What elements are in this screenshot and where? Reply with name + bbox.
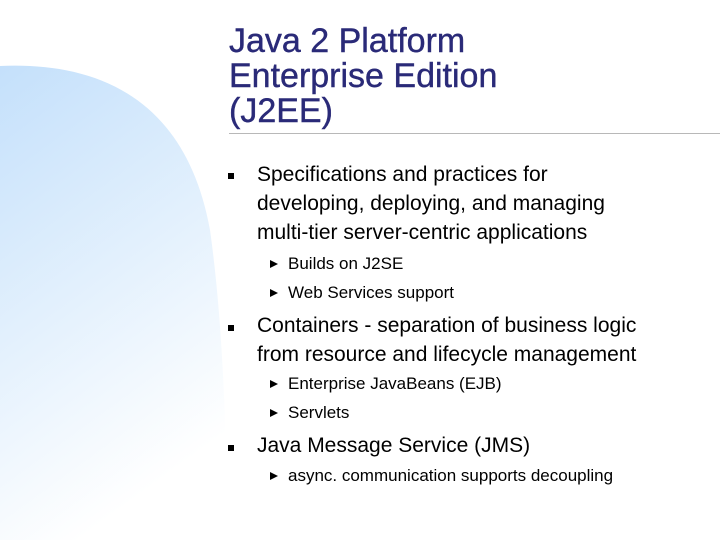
title-line: Enterprise Edition (229, 57, 498, 95)
triangle-bullet-icon (270, 260, 278, 268)
bullet-text-line: Containers - separation of business logi… (257, 314, 637, 337)
triangle-bullet-icon (270, 409, 278, 417)
bullet-item: Java Message Service (JMS) (257, 431, 530, 460)
square-bullet-icon (228, 173, 234, 179)
bullet-text-line: Specifications and practices for (257, 163, 548, 186)
sub-bullet-item: Builds on J2SE (288, 254, 404, 273)
triangle-bullet-icon (270, 380, 278, 388)
bullet-text-line: Java Message Service (JMS) (257, 434, 531, 457)
bullet-text-line: developing, deploying, and managing (257, 192, 605, 215)
triangle-bullet-icon (270, 289, 278, 297)
square-bullet-icon (228, 325, 234, 331)
bullet-text-line: from resource and lifecycle management (257, 343, 637, 366)
triangle-bullet-icon (270, 472, 278, 480)
sub-bullet-item: Enterprise JavaBeans (EJB) (288, 374, 502, 393)
title-divider (229, 133, 720, 134)
title-line: (J2EE) (229, 92, 333, 130)
bullet-item: Specifications and practices for develop… (257, 160, 605, 247)
title-line: Java 2 Platform (229, 22, 466, 60)
sub-bullet-item: async. communication supports decoupling (288, 466, 614, 485)
bullet-item: Containers - separation of business logi… (257, 311, 636, 369)
bullet-text-line: multi-tier server-centric applications (257, 221, 588, 244)
sub-bullet-item: Servlets (288, 403, 350, 422)
sub-bullet-item: Web Services support (288, 283, 454, 302)
square-bullet-icon (228, 445, 234, 451)
slide-title: Java 2 Platform Enterprise Edition (J2EE… (229, 22, 709, 130)
